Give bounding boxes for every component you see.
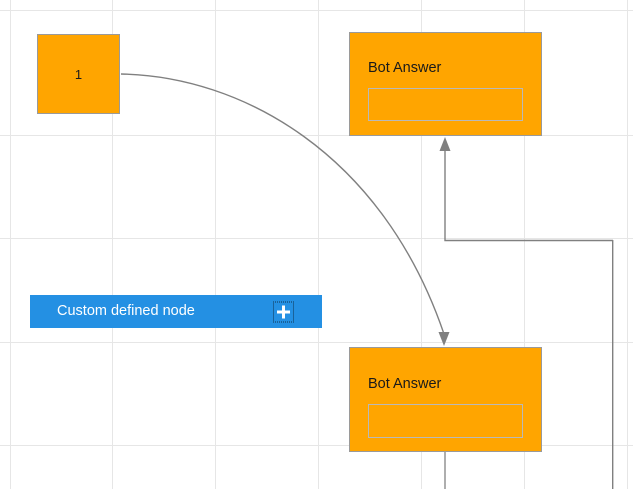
plus-icon-vertical-bar xyxy=(282,305,285,318)
node-number-label: 1 xyxy=(74,66,83,82)
custom-defined-node-button[interactable]: Custom defined node xyxy=(30,295,322,328)
node-numbered-1[interactable]: 1 xyxy=(37,34,120,114)
node-bot-answer-top[interactable]: Bot Answer xyxy=(349,32,542,136)
node-bot-answer-bottom[interactable]: Bot Answer xyxy=(349,347,542,452)
bot-answer-slot[interactable] xyxy=(368,404,523,438)
bot-answer-title: Bot Answer xyxy=(368,376,442,392)
bot-answer-slot[interactable] xyxy=(368,88,523,121)
plus-icon[interactable] xyxy=(273,301,294,322)
custom-defined-node-label: Custom defined node xyxy=(57,303,195,320)
bot-answer-title: Bot Answer xyxy=(368,60,442,76)
edge-loopback-to-bot-top[interactable] xyxy=(439,137,614,242)
